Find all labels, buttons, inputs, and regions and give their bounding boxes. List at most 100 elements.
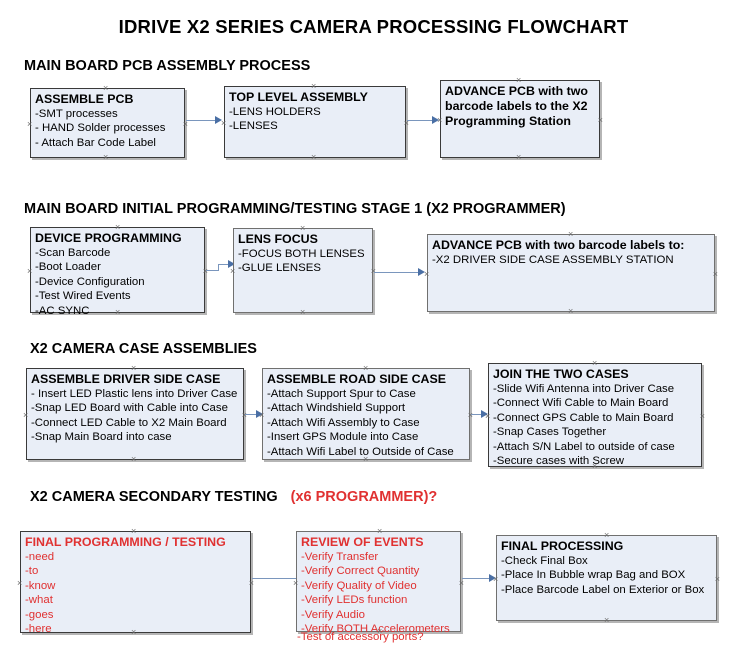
resize-handle-bottom[interactable]: × xyxy=(377,626,383,636)
box-device-programming[interactable]: DEVICE PROGRAMMING -Scan Barcode -Boot L… xyxy=(27,223,208,317)
box-line: -know xyxy=(25,579,56,592)
box-assemble-pcb[interactable]: ASSEMBLE PCB -SMT processes - HAND Solde… xyxy=(27,84,188,162)
resize-handle-right[interactable]: × xyxy=(182,119,188,129)
box-content: JOIN THE TWO CASES -Slide Wifi Antenna i… xyxy=(489,364,701,468)
resize-handle-top[interactable]: × xyxy=(131,363,137,373)
section-heading-main-board-pcb-assembly: MAIN BOARD PCB ASSEMBLY PROCESS xyxy=(24,58,311,74)
section-heading-main-board-initial-programming: MAIN BOARD INITIAL PROGRAMMING/TESTING S… xyxy=(24,201,566,217)
resize-handle-bottom[interactable]: × xyxy=(311,152,317,162)
resize-handle-bottom[interactable]: × xyxy=(516,152,522,162)
box-line: -Connect Wifi Cable to Main Board xyxy=(493,397,669,410)
resize-handle-right[interactable]: × xyxy=(241,410,247,420)
resize-handle-right[interactable]: × xyxy=(248,578,254,588)
resize-handle-bottom[interactable]: × xyxy=(592,461,598,471)
resize-handle-left[interactable]: × xyxy=(221,118,227,128)
resize-handle-top[interactable]: × xyxy=(568,229,574,239)
resize-handle-left[interactable]: × xyxy=(23,410,29,420)
resize-handle-left[interactable]: × xyxy=(485,411,491,421)
resize-handle-top[interactable]: × xyxy=(516,75,522,85)
arrow-head xyxy=(489,574,496,582)
resize-handle-top[interactable]: × xyxy=(131,526,137,536)
box-line: -Attach Windshield Support xyxy=(267,402,406,415)
resize-handle-left[interactable]: × xyxy=(27,266,33,276)
box-content: FINAL PROCESSING -Check Final Box -Place… xyxy=(497,536,716,597)
connector-segment xyxy=(218,264,229,265)
box-title: DEVICE PROGRAMMING xyxy=(35,231,182,245)
resize-handle-bottom[interactable]: × xyxy=(604,615,610,625)
box-content: ASSEMBLE PCB -SMT processes - HAND Solde… xyxy=(31,89,184,150)
box-final-processing[interactable]: FINAL PROCESSING -Check Final Box -Place… xyxy=(493,531,720,625)
box-final-programming-testing[interactable]: FINAL PROGRAMMING / TESTING -need -to -k… xyxy=(17,527,254,637)
box-advance-pcb-x2-programming-station[interactable]: ADVANCE PCB with two barcode labels to t… xyxy=(437,76,603,162)
resize-handle-top[interactable]: × xyxy=(592,358,598,368)
resize-handle-top[interactable]: × xyxy=(103,83,109,93)
resize-handle-right[interactable]: × xyxy=(597,115,603,125)
box-lens-focus[interactable]: LENS FOCUS -FOCUS BOTH LENSES -GLUE LENS… xyxy=(230,224,376,317)
box-line: -Connect GPS Cable to Main Board xyxy=(493,411,674,424)
box-title: ADVANCE PCB with two barcode labels to t… xyxy=(445,84,588,128)
box-line: -Check Final Box xyxy=(501,555,588,567)
resize-handle-right[interactable]: × xyxy=(714,574,720,584)
box-content: DEVICE PROGRAMMING -Scan Barcode -Boot L… xyxy=(31,228,204,318)
resize-handle-right[interactable]: × xyxy=(458,578,464,588)
resize-handle-top[interactable]: × xyxy=(115,222,121,232)
connector-driver-side-to-road-side xyxy=(245,414,263,415)
resize-handle-left[interactable]: × xyxy=(424,269,430,279)
resize-handle-top[interactable]: × xyxy=(363,363,369,373)
box-line: -need xyxy=(25,551,55,563)
resize-handle-left[interactable]: × xyxy=(437,115,443,125)
box-top-level-assembly[interactable]: TOP LEVEL ASSEMBLY -LENS HOLDERS -LENSES… xyxy=(221,82,409,162)
resize-handle-right[interactable]: × xyxy=(712,269,718,279)
resize-handle-bottom[interactable]: × xyxy=(131,454,137,464)
resize-handle-right[interactable]: × xyxy=(202,266,208,276)
resize-handle-right[interactable]: × xyxy=(403,118,409,128)
box-line: -Snap Cases Together xyxy=(493,426,607,439)
resize-handle-bottom[interactable]: × xyxy=(300,307,306,317)
resize-handle-right[interactable]: × xyxy=(467,410,473,420)
box-assemble-driver-side-case[interactable]: ASSEMBLE DRIVER SIDE CASE - Insert LED P… xyxy=(23,364,247,464)
arrow-head xyxy=(418,268,425,276)
box-content: ASSEMBLE DRIVER SIDE CASE - Insert LED P… xyxy=(27,369,243,445)
box-title: JOIN THE TWO CASES xyxy=(493,367,629,381)
resize-handle-left[interactable]: × xyxy=(27,119,33,129)
resize-handle-top[interactable]: × xyxy=(311,81,317,91)
resize-handle-left[interactable]: × xyxy=(230,266,236,276)
box-line: -Boot Loader xyxy=(35,261,101,274)
box-advance-pcb-driver-side-case[interactable]: ADVANCE PCB with two barcode labels to: … xyxy=(424,230,718,316)
box-title: TOP LEVEL ASSEMBLY xyxy=(229,90,368,104)
box-line: - HAND Solder processes xyxy=(35,122,166,135)
box-line: -LENSES xyxy=(229,120,278,133)
resize-handle-left[interactable]: × xyxy=(17,578,23,588)
connector-top-level-to-advance-pcb xyxy=(407,120,433,121)
box-line: -Place Barcode Label on Exterior or Box xyxy=(501,583,705,596)
box-join-the-two-cases[interactable]: JOIN THE TWO CASES -Slide Wifi Antenna i… xyxy=(485,359,705,471)
connector-elbow xyxy=(218,264,219,271)
connector-lens-focus-to-advance-pcb xyxy=(374,272,419,273)
resize-handle-left[interactable]: × xyxy=(259,410,265,420)
resize-handle-bottom[interactable]: × xyxy=(131,627,137,637)
resize-handle-left[interactable]: × xyxy=(293,578,299,588)
resize-handle-right[interactable]: × xyxy=(370,266,376,276)
box-line: -to xyxy=(25,565,39,578)
box-line: -Verify BOTH Accelerometers xyxy=(301,623,450,636)
box-review-of-events[interactable]: REVIEW OF EVENTS -Verify Transfer -Verif… xyxy=(293,527,464,636)
resize-handle-top[interactable]: × xyxy=(377,526,383,536)
resize-handle-bottom[interactable]: × xyxy=(115,307,121,317)
box-title: ADVANCE PCB with two barcode labels to: xyxy=(432,238,685,252)
box-line: - Insert LED Plastic lens into Driver Ca… xyxy=(31,388,238,400)
box-assemble-road-side-case[interactable]: ASSEMBLE ROAD SIDE CASE -Attach Support … xyxy=(259,364,473,464)
box-line: -Verify Audio xyxy=(301,608,365,621)
resize-handle-left[interactable]: × xyxy=(493,574,499,584)
resize-handle-bottom[interactable]: × xyxy=(363,454,369,464)
resize-handle-top[interactable]: × xyxy=(604,530,610,540)
box-line: -LENS HOLDERS xyxy=(229,106,321,118)
connector-assemble-pcb-to-top-level xyxy=(186,120,216,121)
resize-handle-bottom[interactable]: × xyxy=(568,306,574,316)
resize-handle-top[interactable]: × xyxy=(300,223,306,233)
box-line: -Slide Wifi Antenna into Driver Case xyxy=(493,383,675,395)
box-line: -Attach S/N Label to outside of case xyxy=(493,440,675,453)
resize-handle-right[interactable]: × xyxy=(699,411,705,421)
resize-handle-bottom[interactable]: × xyxy=(103,152,109,162)
page-title: IDRIVE X2 SERIES CAMERA PROCESSING FLOWC… xyxy=(118,16,629,37)
